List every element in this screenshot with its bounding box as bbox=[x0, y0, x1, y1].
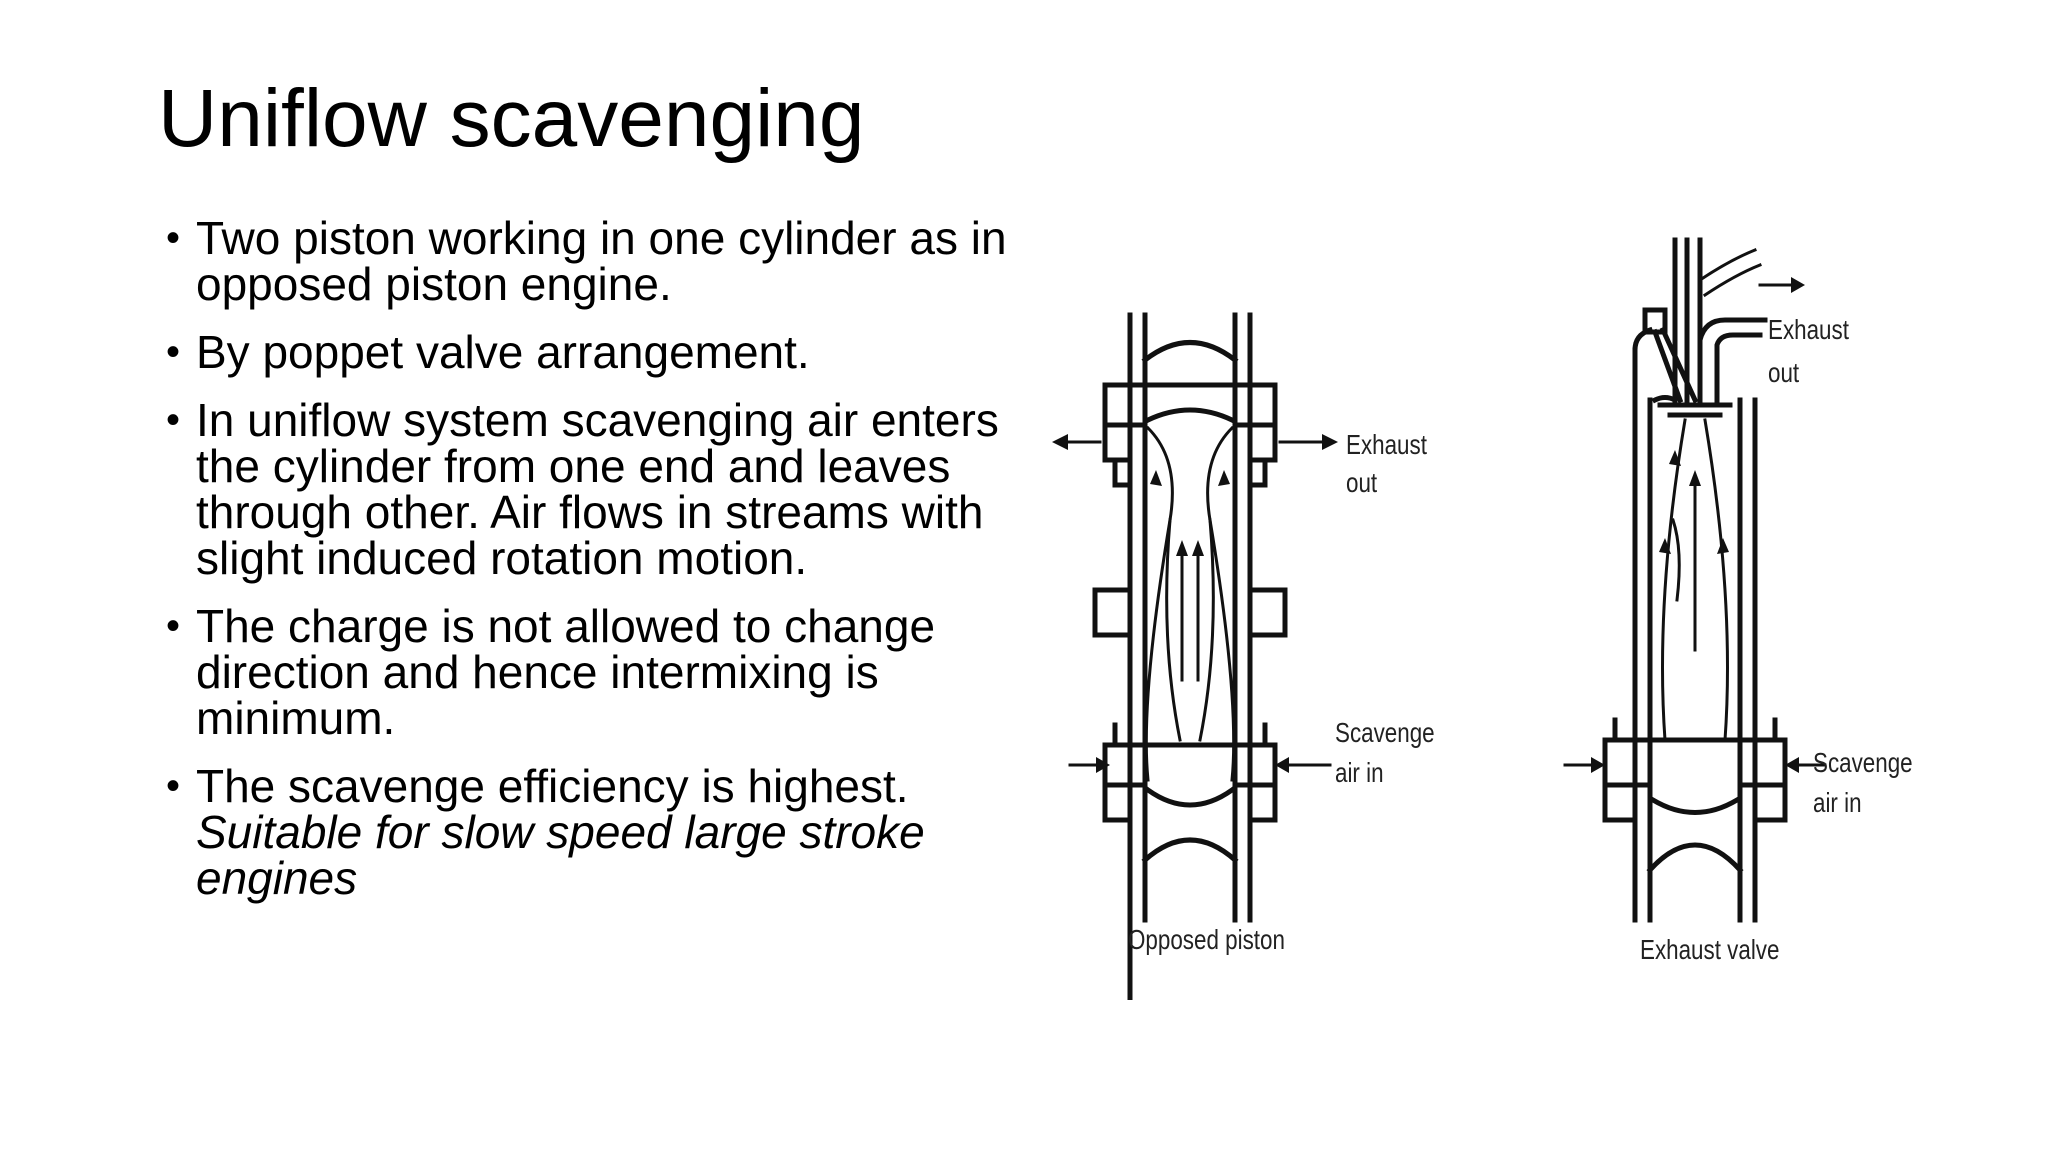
slide-title: Uniflow scavenging bbox=[158, 73, 865, 164]
bullet-item: • By poppet valve arrangement. bbox=[166, 329, 1026, 375]
bullet-item: • In uniflow system scavenging air enters… bbox=[166, 397, 1026, 581]
bullet-item: • The scavenge efficiency is highest. Sui… bbox=[166, 763, 1026, 901]
bullet-dot: • bbox=[166, 604, 181, 648]
bullet-dot: • bbox=[166, 764, 181, 808]
opposed-piston-diagram: Exhaust out Scavenge air in Opposed pist… bbox=[1030, 220, 1450, 1063]
figure-caption: Exhaust valve bbox=[1640, 934, 1780, 965]
bullet-text: The scavenge efficiency is highest. bbox=[196, 760, 909, 812]
bullet-text: In uniflow system scavenging air enters … bbox=[196, 394, 999, 584]
bullet-item: • The charge is not allowed to change dir… bbox=[166, 603, 1026, 741]
bullet-italic-text: Suitable for slow speed large stroke eng… bbox=[196, 806, 925, 904]
opposed-piston-drawing bbox=[1052, 312, 1338, 1063]
bullet-text: The charge is not allowed to change dire… bbox=[196, 600, 936, 744]
scavenge-label-line1: Scavenge bbox=[1335, 717, 1435, 748]
bullet-item: • Two piston working in one cylinder as i… bbox=[166, 215, 1026, 307]
exhaust-valve-drawing bbox=[1563, 237, 1827, 923]
exhaust-valve-diagram: Exhaust out Scavenge air in Exhaust valv… bbox=[1555, 220, 1975, 1000]
scavenge-label-line2: air in bbox=[1335, 757, 1384, 788]
scavenge-label-line2: air in bbox=[1813, 787, 1862, 818]
bullet-text: By poppet valve arrangement. bbox=[196, 326, 810, 378]
scavenge-label-line1: Scavenge bbox=[1813, 747, 1913, 778]
bullet-dot: • bbox=[166, 330, 181, 374]
exhaust-label-line1: Exhaust bbox=[1346, 429, 1427, 460]
bullet-dot: • bbox=[166, 398, 181, 442]
bullet-dot: • bbox=[166, 216, 181, 260]
bullet-list: • Two piston working in one cylinder as i… bbox=[166, 215, 1026, 923]
figure-caption: Opposed piston bbox=[1128, 924, 1285, 955]
exhaust-label-line1: Exhaust bbox=[1768, 314, 1849, 345]
exhaust-label-line2: out bbox=[1346, 467, 1378, 498]
bullet-text: Two piston working in one cylinder as in… bbox=[196, 212, 1007, 310]
exhaust-label-line2: out bbox=[1768, 357, 1800, 388]
